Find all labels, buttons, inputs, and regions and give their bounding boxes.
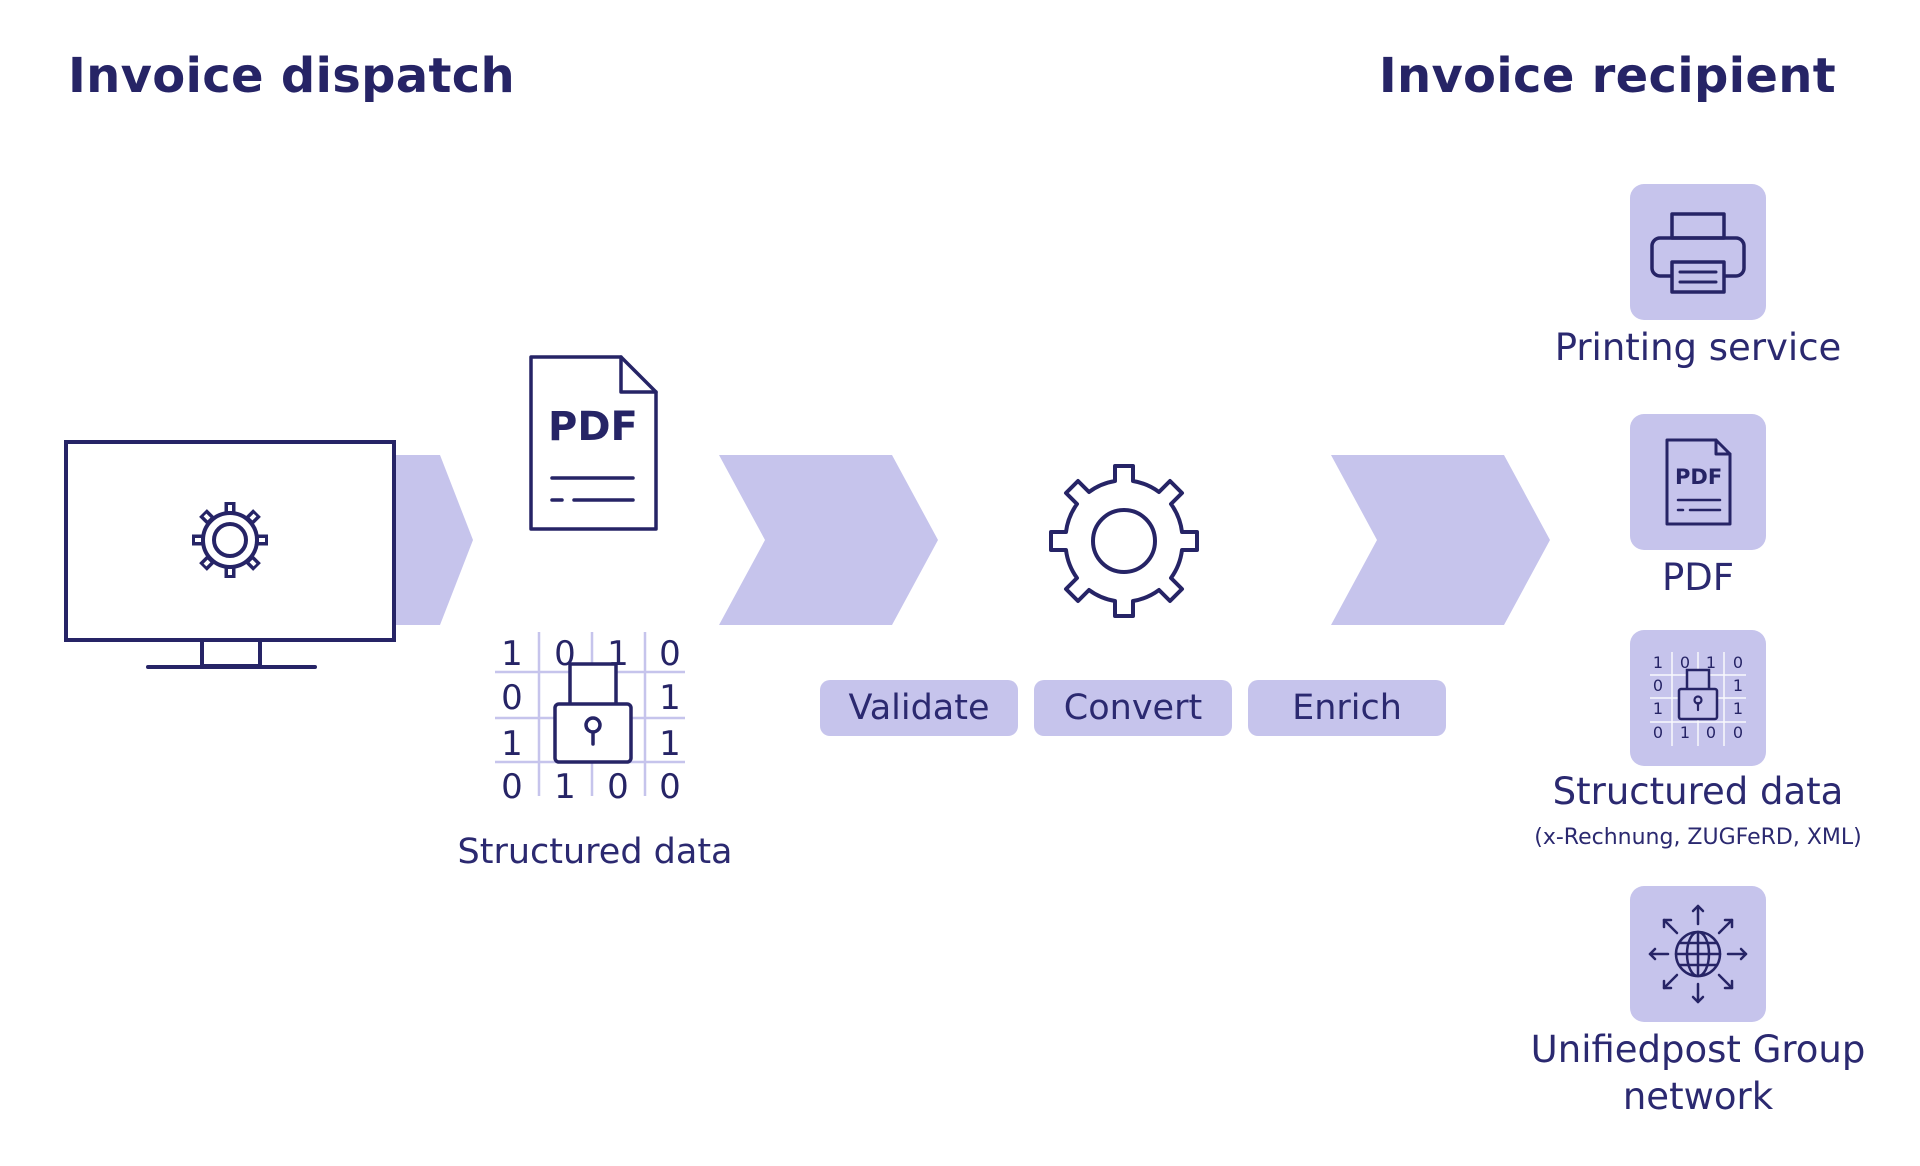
svg-text:1: 1 — [1733, 676, 1743, 695]
gear-icon — [192, 502, 268, 578]
network-label-line2: network — [1622, 1075, 1774, 1118]
central-gear-icon — [1049, 464, 1199, 618]
bit: 0 — [659, 634, 681, 674]
svg-text:1: 1 — [1733, 699, 1743, 718]
pdf-document-small-icon: PDF — [1665, 438, 1732, 526]
pdf-doc-text: PDF — [548, 404, 638, 450]
structured-data-label: Structured data — [1552, 770, 1844, 813]
monitor-icon — [64, 440, 396, 669]
bit: 1 — [501, 634, 523, 674]
printing-service-label: Printing service — [1554, 326, 1842, 369]
step-validate: Validate — [820, 680, 1018, 736]
pdf-document-icon: PDF — [529, 355, 658, 531]
bit: 1 — [659, 678, 681, 718]
bit: 1 — [554, 767, 576, 807]
svg-text:0: 0 — [1706, 723, 1716, 742]
step-convert: Convert — [1034, 680, 1232, 736]
structured-data-icon: 1 0 1 0 0 1 1 1 0 1 0 0 — [495, 632, 685, 807]
bit: 0 — [501, 767, 523, 807]
pdf-tile-text: PDF — [1675, 465, 1722, 489]
pdf-tile: PDF — [1630, 414, 1766, 550]
arrow-chevron-2 — [719, 455, 938, 625]
bit: 1 — [659, 724, 681, 764]
bit: 1 — [501, 724, 523, 764]
structured-data-formats: (x-Rechnung, ZUGFeRD, XML) — [1534, 825, 1862, 850]
network-tile — [1630, 886, 1766, 1022]
recipient-title: Invoice recipient — [1378, 48, 1836, 104]
globe-network-icon — [1648, 904, 1748, 1004]
svg-text:0: 0 — [1680, 653, 1690, 672]
svg-text:1: 1 — [1706, 653, 1716, 672]
svg-text:0: 0 — [1653, 676, 1663, 695]
dispatch-title: Invoice dispatch — [68, 48, 515, 104]
sender-structured-data-label: Structured data — [457, 832, 733, 872]
svg-text:1: 1 — [1680, 723, 1690, 742]
arrow-chevron-3 — [1331, 455, 1550, 625]
svg-text:0: 0 — [1653, 723, 1663, 742]
printing-service-tile — [1630, 184, 1766, 320]
bit: 0 — [607, 767, 629, 807]
svg-text:0: 0 — [1733, 653, 1743, 672]
bit: 0 — [659, 767, 681, 807]
pdf-label: PDF — [1661, 556, 1735, 599]
step-enrich: Enrich — [1248, 680, 1446, 736]
svg-text:1: 1 — [1653, 699, 1663, 718]
lock-icon — [553, 662, 633, 764]
network-label-line1: Unifiedpost Group — [1530, 1028, 1866, 1071]
svg-text:1: 1 — [1653, 653, 1663, 672]
bit: 0 — [501, 678, 523, 718]
printer-icon — [1650, 212, 1746, 294]
svg-text:0: 0 — [1733, 723, 1743, 742]
